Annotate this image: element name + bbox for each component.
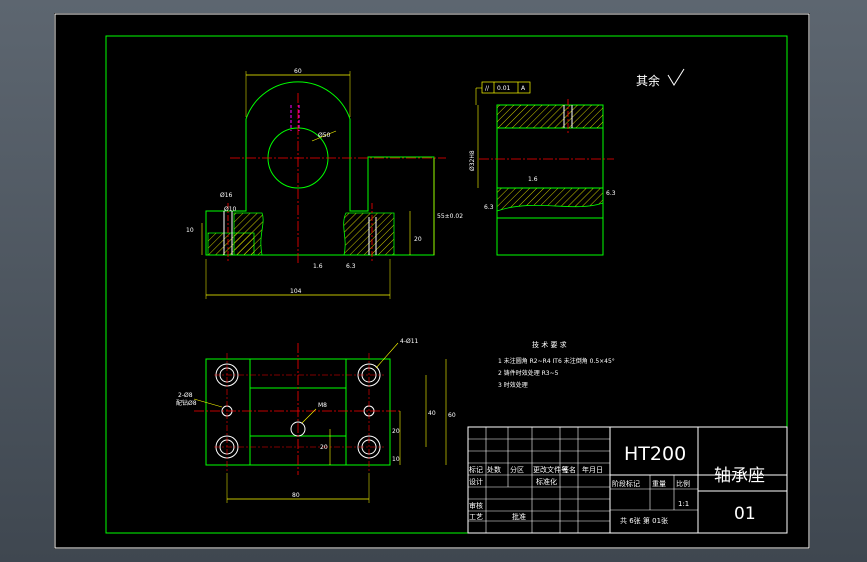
dim-10: 10: [392, 456, 400, 463]
drawing-canvas: 60 Ø50 Ø16 Ø10 10 1.6 6.3 20 55±0.02 104…: [54, 13, 810, 549]
front-view: 60 Ø50 Ø16 Ø10 10 1.6 6.3 20 55±0.02 104: [186, 68, 463, 299]
tb-h-3: 更改文件号: [533, 465, 568, 474]
dim-base-height: 20: [414, 236, 422, 243]
technical-requirements: 技 术 要 求 1 未注圆角 R2~R4 IT6 未注倒角 0.5×45° 2 …: [498, 340, 615, 389]
side-roughness-mid: 1.6: [528, 176, 538, 183]
tb-material: HT200: [624, 443, 686, 465]
tb-scale: 比例: [676, 479, 690, 488]
dim-side-holes-sub: 配钻Ø8: [176, 399, 197, 407]
top-view: 4-Ø11 2-Ø8 配钻Ø8 M8 40 60 20 20 10 80: [176, 338, 456, 503]
tech-req-title: 技 术 要 求: [532, 340, 567, 349]
dim-total-width: 104: [290, 288, 302, 295]
side-break-section: [496, 187, 604, 212]
dim-side-diameter: Ø32H8: [469, 150, 476, 171]
tol-datum: A: [521, 85, 526, 92]
tb-review: 审核: [469, 501, 483, 510]
roughness-note: 其余: [636, 73, 660, 88]
tb-h-4: 签名: [562, 465, 576, 474]
dim-small-hole: Ø16: [220, 192, 233, 199]
dim-20-b: 20: [320, 444, 328, 451]
tb-h-2: 分区: [510, 465, 524, 474]
dim-holes: 4-Ø11: [400, 338, 419, 345]
dim-bore: Ø50: [318, 132, 331, 139]
tb-drawing-number: 01: [734, 504, 756, 524]
tb-weight: 重量: [652, 480, 666, 488]
dim-counterbore: Ø10: [224, 206, 237, 213]
tb-stage-mark: 阶段标记: [612, 479, 640, 488]
dim-top-width: 60: [294, 68, 302, 75]
tol-value: 0.01: [497, 85, 511, 92]
front-outline: [205, 81, 435, 256]
tb-approve: 批准: [512, 512, 526, 521]
tb-part-name: 轴承座: [714, 466, 765, 486]
tech-req-item-2: 2 铸件时效处理 R3~5: [498, 369, 559, 377]
dim-center-height: 55±0.02: [437, 213, 463, 220]
tb-scale-value: 1:1: [678, 500, 689, 508]
outer-frame: [54, 13, 810, 549]
cad-drawing: 60 Ø50 Ø16 Ø10 10 1.6 6.3 20 55±0.02 104…: [54, 13, 810, 549]
tb-process: 工艺: [469, 513, 483, 521]
roughness-a: 1.6: [313, 263, 323, 270]
side-view: // 0.01 A Ø32H8 1.6 6.3 6.3 其余: [469, 68, 685, 256]
roughness-b: 6.3: [346, 263, 356, 270]
tb-h-5: 年月日: [582, 465, 603, 474]
dim-center-hole: M8: [318, 402, 327, 409]
dim-20-a: 20: [392, 428, 400, 435]
title-block: 标记 处数 分区 更改文件号 签名 年月日 设计 标准化 审核 工艺 批准 阶段…: [467, 426, 788, 534]
dim-side-holes: 2-Ø8: [178, 392, 193, 399]
dim-bottom-80: 80: [292, 492, 300, 499]
tb-design: 设计: [469, 477, 483, 486]
tol-symbol: //: [485, 85, 490, 92]
tb-sheet-info: 共 6张 第 01张: [620, 516, 668, 525]
dim-span-60: 60: [448, 412, 456, 419]
tech-req-item-3: 3 时效处理: [498, 381, 528, 389]
side-roughness-left: 6.3: [484, 204, 494, 211]
inner-frame: [105, 35, 788, 534]
front-left-hatch: [233, 212, 264, 256]
dim-span-40: 40: [428, 410, 436, 417]
side-roughness-right: 6.3: [606, 190, 616, 197]
tb-h-0: 标记: [469, 465, 483, 474]
dim-left-height: 10: [186, 227, 194, 234]
tech-req-item-1: 1 未注圆角 R2~R4 IT6 未注倒角 0.5×45°: [498, 357, 615, 365]
tb-h-1: 处数: [487, 465, 501, 474]
tb-standardization: 标准化: [536, 477, 557, 486]
